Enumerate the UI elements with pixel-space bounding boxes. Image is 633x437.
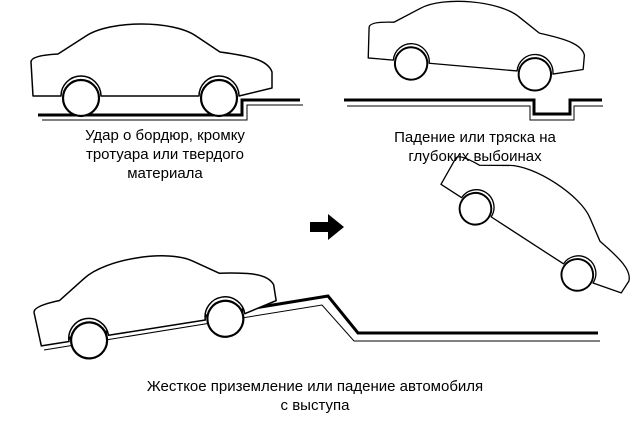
caption-curb-impact: Удар о бордюр, кромку тротуара или тверд… (85, 127, 245, 182)
road-surface (38, 98, 303, 121)
scene-curb-impact (29, 22, 303, 121)
caption-pothole: Падение или тряска на глубоких выбоинах (394, 129, 556, 165)
road-surface (344, 98, 603, 121)
caption-hard-landing: Жесткое приземление или падение автомоби… (146, 378, 484, 414)
car-outline-icon (363, 0, 590, 96)
car-outline-icon (29, 22, 274, 118)
scene-hard-landing (27, 129, 633, 368)
arrow-right-icon (310, 214, 344, 240)
scene-pothole (344, 0, 603, 121)
